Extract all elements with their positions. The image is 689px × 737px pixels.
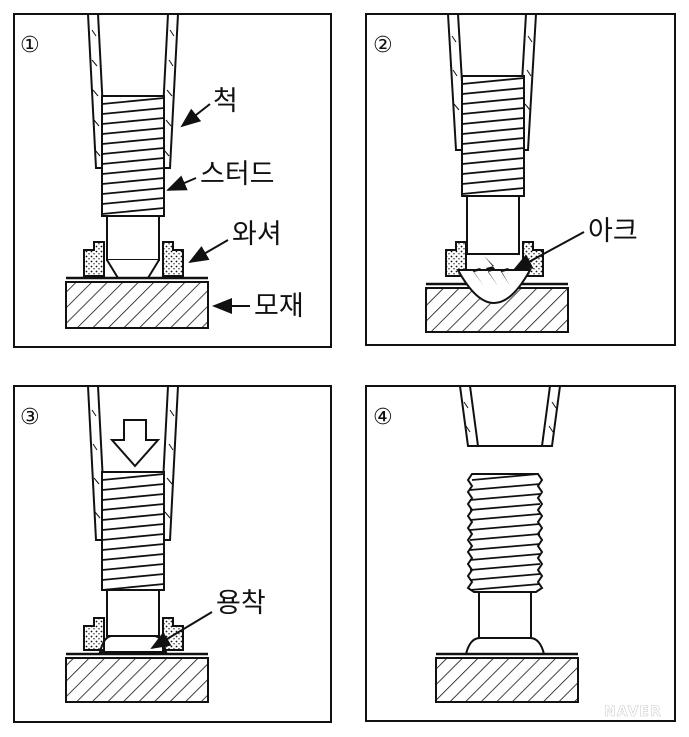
plunge-arrow-icon <box>109 419 161 468</box>
washer <box>83 241 184 277</box>
weld-leader <box>150 611 213 650</box>
stud <box>98 471 168 653</box>
panel-4: ④ <box>365 385 676 722</box>
panel-1-number: ① <box>20 33 40 58</box>
watermark: NAVER <box>604 704 662 720</box>
stud <box>461 75 525 255</box>
arc-spark <box>470 256 510 286</box>
panel-4-number: ④ <box>373 405 393 430</box>
panel-2: ② <box>365 13 676 346</box>
base-metal <box>435 652 579 703</box>
panel-3: ③ <box>13 385 332 723</box>
label-arc: 아크 <box>588 216 638 247</box>
base-metal <box>65 652 209 703</box>
stud-leader <box>166 175 197 191</box>
chuck-leader <box>180 103 211 128</box>
base-metal <box>425 269 569 333</box>
label-stud: 스터드 <box>200 159 275 190</box>
base-metal <box>65 276 209 329</box>
chuck <box>458 385 562 447</box>
panel-1: ① <box>13 13 332 348</box>
label-weld: 용착 <box>216 588 266 619</box>
panel-3-number: ③ <box>20 405 40 430</box>
welded-stud <box>464 473 546 655</box>
label-washer: 와셔 <box>232 219 282 250</box>
label-chuck: 척 <box>213 86 238 117</box>
arc-leader <box>512 231 585 271</box>
washer-leader <box>188 239 229 264</box>
panel-2-number: ② <box>373 33 393 58</box>
stud <box>101 95 165 279</box>
label-base-metal: 모재 <box>254 291 304 322</box>
